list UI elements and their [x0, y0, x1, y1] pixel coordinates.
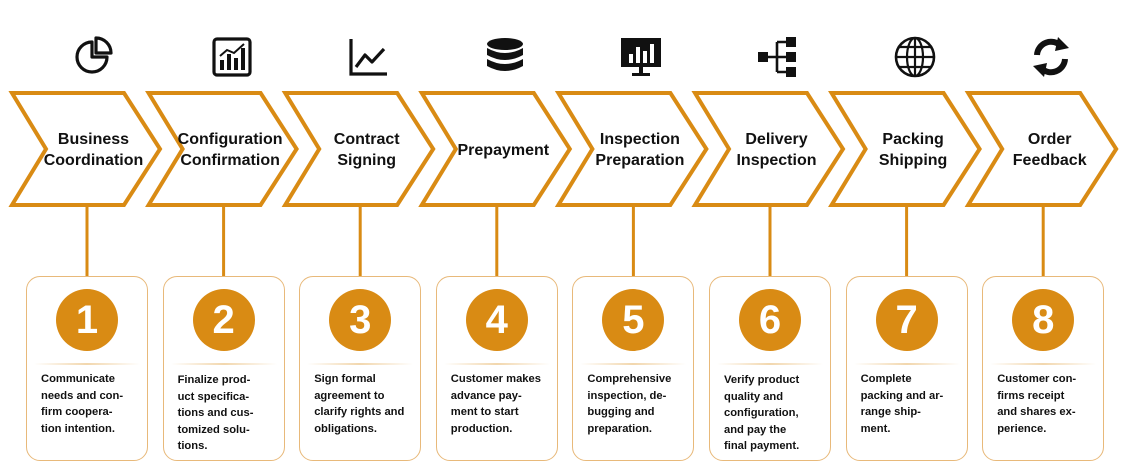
card-divider	[717, 363, 823, 365]
step-number-badge: 4	[465, 289, 528, 351]
step-title: Packing Shipping	[878, 131, 948, 169]
pie-chart-icon	[72, 34, 118, 80]
card-divider	[990, 363, 1097, 365]
globe-icon	[892, 34, 938, 80]
step-title: Configuration Confirmation	[177, 131, 283, 169]
chevron-step-4	[418, 91, 573, 207]
step-title: Inspection Preparation	[595, 131, 685, 169]
step-description: Verify product quality and configuration…	[724, 374, 800, 452]
step-number-badge: 7	[875, 289, 938, 351]
chevron-step-2	[145, 91, 299, 207]
step-title: Delivery Inspection	[736, 131, 817, 169]
chevron-step-3	[281, 91, 436, 207]
step-number-badge: 6	[739, 289, 801, 351]
step-description: Complete packing and ar- range ship- men…	[860, 373, 944, 435]
step-number-badge: 2	[192, 289, 255, 351]
step-description: Customer con- firms receipt and shares e…	[997, 373, 1077, 435]
monitor-chart-icon	[618, 34, 664, 80]
card-divider	[34, 363, 140, 365]
step-title: Business Coordination	[43, 131, 144, 169]
database-icon	[482, 34, 528, 80]
step-title: Contract Signing	[333, 131, 400, 169]
step-number-badge: 1	[56, 289, 118, 351]
step-description: Sign formal agreement to clarify rights …	[314, 373, 405, 435]
card-divider	[580, 363, 687, 365]
chevron-step-5	[554, 91, 709, 207]
step-title: Order Feedback	[1012, 131, 1087, 169]
card-divider	[443, 363, 550, 365]
chevron-step-8	[964, 91, 1119, 207]
chevron-step-1	[8, 91, 163, 207]
line-chart-icon	[345, 34, 391, 80]
step-number-badge: 5	[602, 289, 665, 351]
step-number-badge: 3	[329, 289, 392, 351]
card-divider	[307, 363, 414, 365]
step-title: Prepayment	[457, 141, 550, 159]
card-divider	[853, 363, 960, 365]
step-description: Finalize prod- uct specifica- tions and …	[177, 374, 254, 452]
step-description: Customer makes advance pay- ment to star…	[450, 373, 541, 435]
chevron-step-7	[828, 91, 982, 207]
chevron-step-6	[691, 91, 846, 207]
step-description: Communicate needs and con- firm coopera-…	[41, 373, 124, 435]
step-description: Comprehensive inspection, de- bugging an…	[587, 373, 672, 435]
hierarchy-icon	[755, 34, 801, 80]
step-number-badge: 8	[1012, 289, 1075, 351]
refresh-icon	[1028, 34, 1074, 80]
bar-chart-icon	[209, 34, 255, 80]
card-divider	[170, 363, 277, 365]
